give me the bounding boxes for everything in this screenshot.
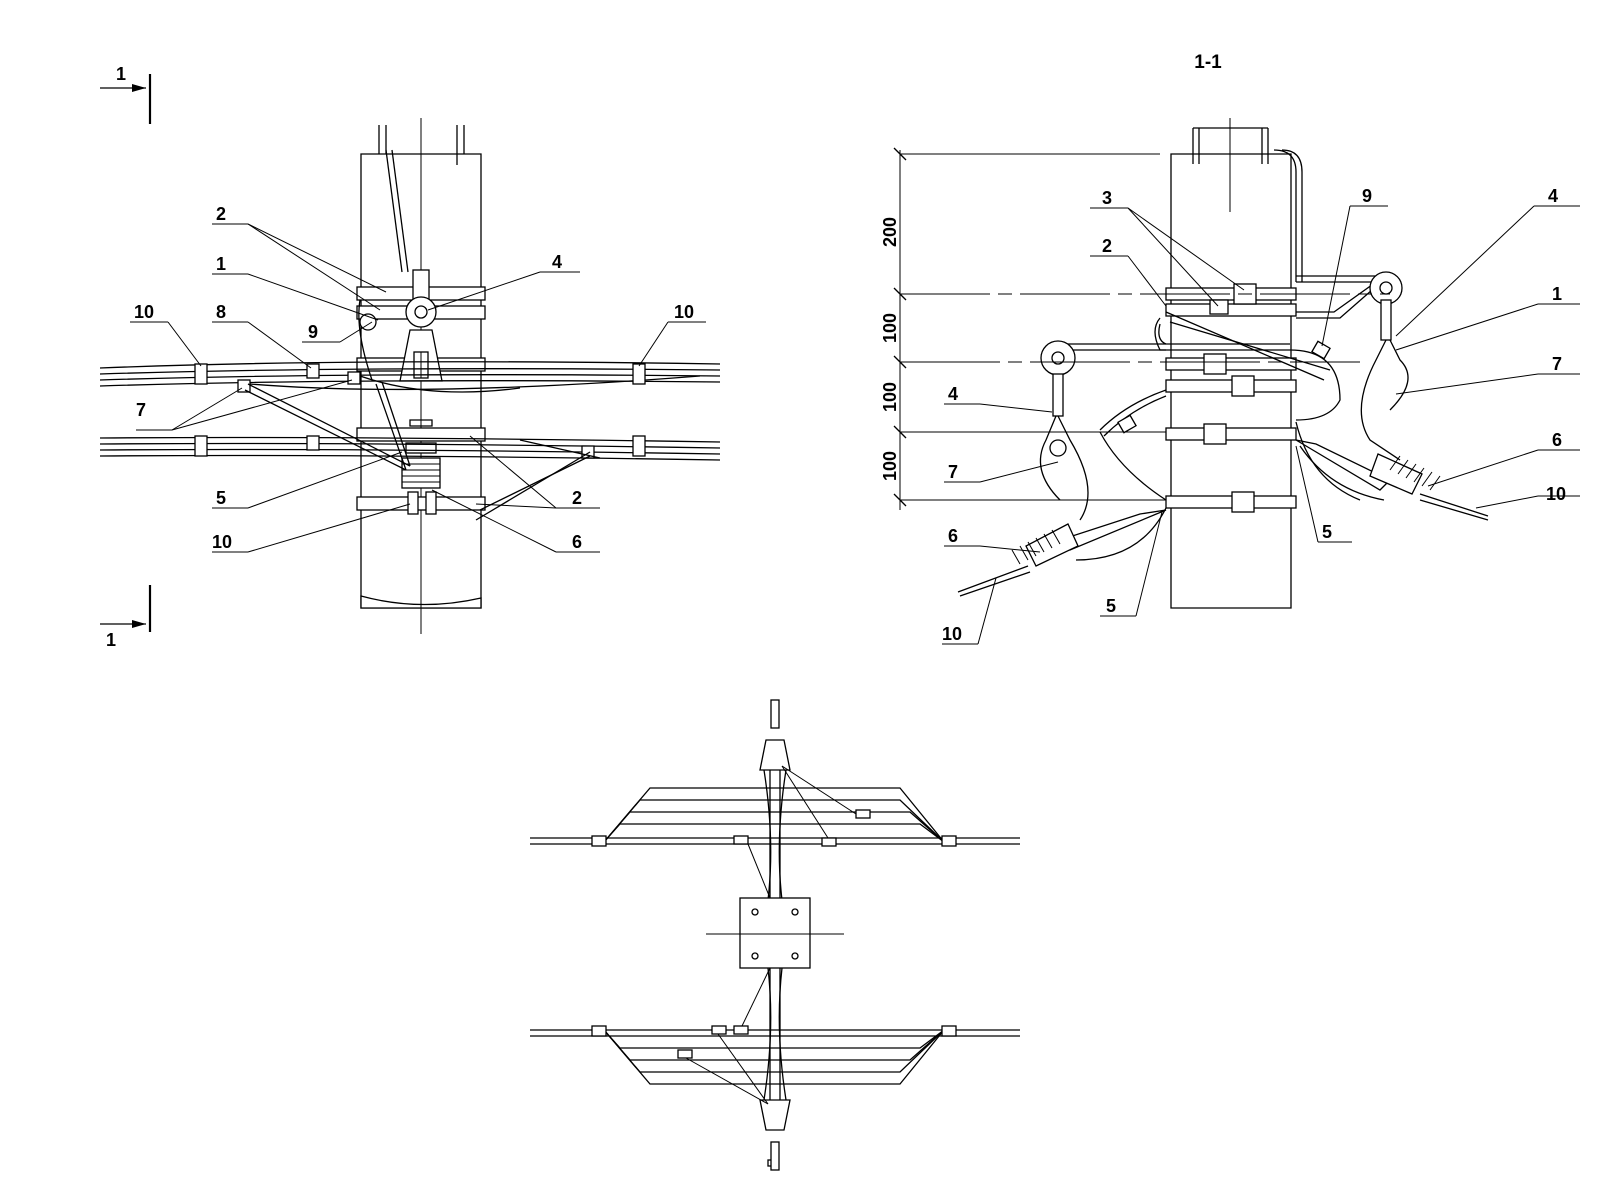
front-lower-conductors xyxy=(99,299,721,521)
side-suspension-arms xyxy=(1040,271,1403,437)
front-leaders xyxy=(130,223,706,553)
side-callout-5-left: 5 xyxy=(1106,596,1116,616)
front-view: 2 1 9 4 10 8 10 7 5 2 10 6 xyxy=(99,118,721,634)
front-callout-10-right: 10 xyxy=(674,302,694,322)
side-callout-5-right: 5 xyxy=(1322,522,1332,542)
front-callout-5: 5 xyxy=(216,488,226,508)
front-callout-1: 1 xyxy=(216,254,226,274)
side-callout-10-right: 10 xyxy=(1546,484,1566,504)
dimension-100-c: 100 xyxy=(880,451,900,481)
dimension-100-b: 100 xyxy=(880,382,900,412)
side-callout-6-right: 6 xyxy=(1552,430,1562,450)
plan-upper-bundle xyxy=(530,765,1020,899)
front-callout-4: 4 xyxy=(552,252,562,272)
side-callout-2: 2 xyxy=(1102,236,1112,256)
side-callout-7-left: 7 xyxy=(948,462,958,482)
side-callout-4-right: 4 xyxy=(1548,186,1558,206)
front-callout-7: 7 xyxy=(136,400,146,420)
plan-pole-plate xyxy=(706,897,844,969)
dimension-200: 200 xyxy=(880,217,900,247)
side-left-anchor xyxy=(957,415,1167,597)
section-mark-top-label: 1 xyxy=(116,64,126,84)
front-callout-2-top: 2 xyxy=(216,204,226,224)
plan-lower-bundle xyxy=(530,967,1020,1105)
front-anchor-clamp xyxy=(401,442,441,515)
side-dimensions: 200 100 100 100 xyxy=(880,147,1390,510)
front-callout-9: 9 xyxy=(308,322,318,342)
section-mark-top: 1 xyxy=(100,64,152,124)
front-callout-10-left: 10 xyxy=(134,302,154,322)
plan-view xyxy=(530,699,1020,1171)
side-leaders xyxy=(942,205,1580,645)
front-callout-2-bottom: 2 xyxy=(572,488,582,508)
side-callout-6-left: 6 xyxy=(948,526,958,546)
section-mark-bottom: 1 xyxy=(100,585,152,650)
side-right-anchor xyxy=(1295,339,1489,521)
front-callout-10-bottom: 10 xyxy=(212,532,232,552)
side-callout-1: 1 xyxy=(1552,284,1562,304)
side-callout-labels: 3 2 9 4 1 7 6 10 5 4 7 6 5 10 xyxy=(942,186,1566,644)
front-pole xyxy=(360,118,482,634)
front-callout-8: 8 xyxy=(216,302,226,322)
side-bands xyxy=(1165,283,1297,513)
front-callout-6: 6 xyxy=(572,532,582,552)
section-title: 1-1 xyxy=(1194,52,1222,73)
front-callout-labels: 2 1 9 4 10 8 10 7 5 2 10 6 xyxy=(134,204,694,552)
front-upper-conductors xyxy=(99,361,721,393)
side-callout-9: 9 xyxy=(1362,186,1372,206)
side-view: 1-1 xyxy=(880,52,1580,645)
side-callout-4-left: 4 xyxy=(948,384,958,404)
side-pole xyxy=(1170,118,1303,609)
side-callout-7-right: 7 xyxy=(1552,354,1562,374)
side-callout-10-left: 10 xyxy=(942,624,962,644)
dimension-100-a: 100 xyxy=(880,313,900,343)
section-mark-bottom-label: 1 xyxy=(106,630,116,650)
side-callout-3: 3 xyxy=(1102,188,1112,208)
